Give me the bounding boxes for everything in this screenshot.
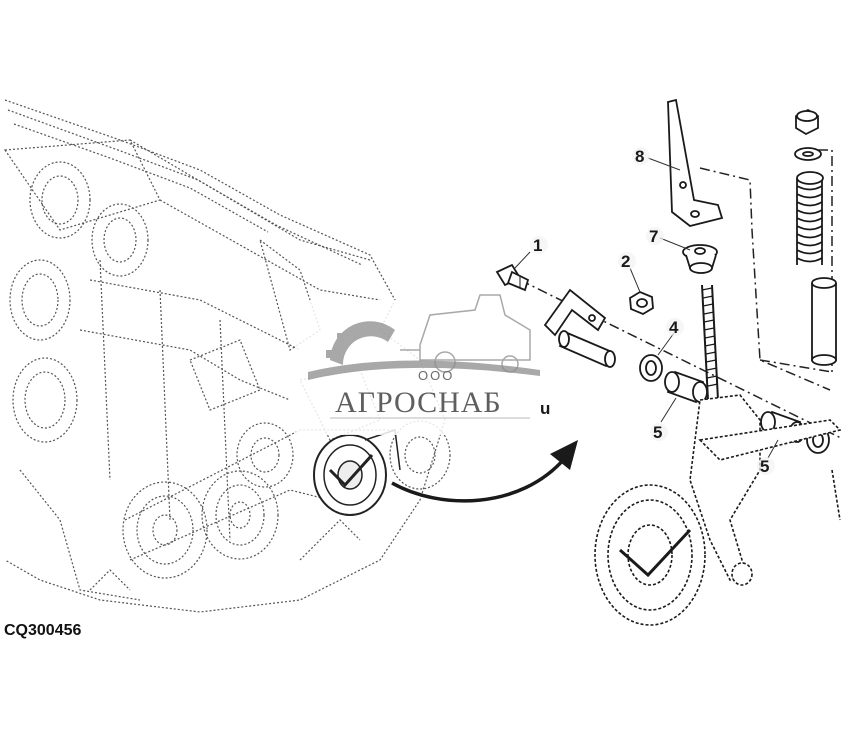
- part-5-bushing-a: [664, 370, 708, 404]
- watermark-company-name: АГРОСНАБ: [335, 386, 502, 419]
- threaded-rod: [701, 284, 719, 401]
- callout-4: 4: [669, 318, 679, 337]
- leader-lines: [514, 157, 779, 459]
- callout-5-a: 5: [653, 423, 662, 442]
- callout-2: 2: [621, 252, 630, 271]
- callout-numbers: 1 2 4 5 5 7 8 u: [530, 147, 775, 476]
- tensioner-pulley-on-engine: [313, 428, 401, 516]
- part-7-cap: [682, 244, 718, 274]
- part-1-bolt: [495, 263, 530, 292]
- part-4-washer: [639, 354, 663, 382]
- watermark-logo: ООО АГРОСНАБ: [296, 294, 548, 435]
- callout-1: 1: [533, 236, 542, 255]
- callout-7: 7: [649, 227, 658, 246]
- stray-mark: u: [540, 399, 550, 418]
- part-2-nut: [629, 290, 654, 316]
- watermark-company-prefix: ООО: [418, 368, 454, 383]
- callout-8: 8: [635, 147, 644, 166]
- tensioner-arm-assembly: [594, 394, 841, 626]
- shaft-bracket: [543, 288, 616, 368]
- callout-5-b: 5: [760, 457, 769, 476]
- spring-stack: [794, 108, 837, 366]
- detail-arrow: [391, 440, 578, 503]
- part-8-bracket: [667, 98, 724, 227]
- figure-id: CQ300456: [4, 622, 82, 639]
